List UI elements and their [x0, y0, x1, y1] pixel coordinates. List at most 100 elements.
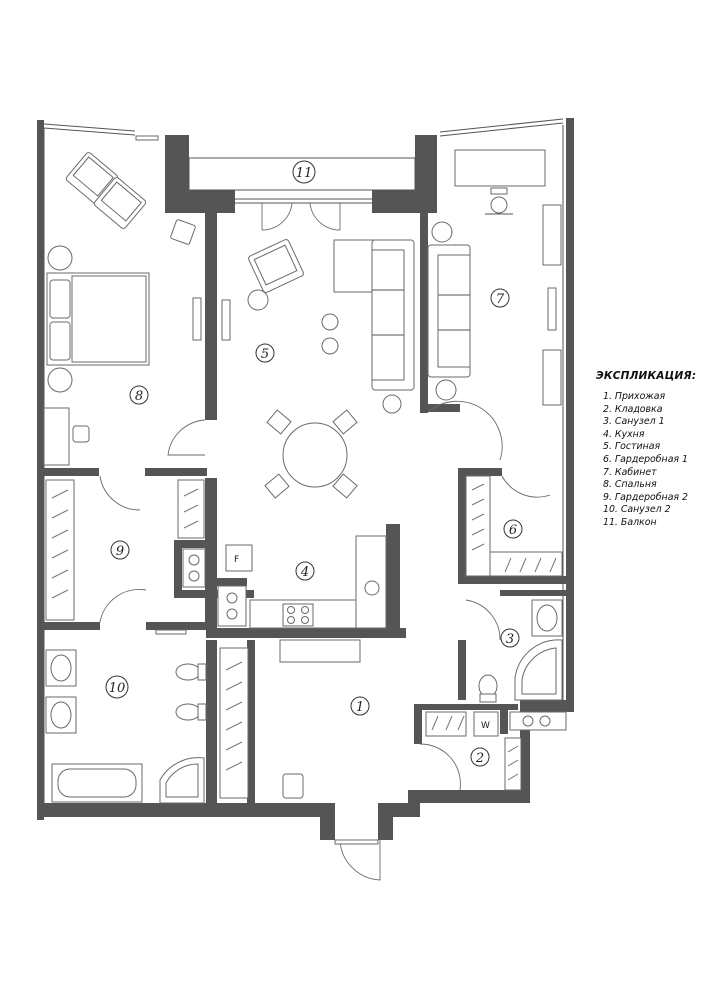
wall-shaft-4 [215, 578, 247, 586]
wall-hall-closet [247, 640, 255, 803]
bathtub-icon [51, 763, 143, 803]
shower-icon [159, 757, 205, 804]
wall-living-kitchen-left [205, 478, 217, 628]
wall-dressing1-bottom [458, 576, 566, 584]
wall-storage-left [414, 704, 422, 744]
wall-dressing-bath-2 [146, 622, 206, 630]
pouf [282, 773, 304, 799]
wall-office-bottom [420, 404, 460, 412]
door-swing-icon [309, 202, 341, 231]
wall-shaft-3 [174, 590, 254, 598]
bed-icon [46, 272, 150, 366]
sink-icon [45, 649, 77, 734]
shaft-boxes [182, 548, 247, 627]
legend-item: 10. Санузел 2 [603, 504, 671, 516]
sofa-icon [427, 244, 471, 378]
doors [99, 202, 551, 881]
door-swing-icon [465, 599, 501, 641]
tv [221, 299, 231, 341]
hanger-hatch [471, 483, 557, 573]
wall-dressing1-top [458, 468, 502, 476]
toilet-icon [175, 703, 207, 721]
door-swing-icon [427, 400, 503, 461]
legend-list: 1. Прихожая 2. Кладовка 3. Санузел 1 4. … [596, 391, 704, 530]
wall-shaft [174, 540, 208, 548]
radiator [135, 135, 159, 141]
legend-item: 7. Кабинет [603, 466, 657, 478]
room-number: 11 [296, 166, 313, 181]
shelf [542, 349, 562, 406]
legend-item: 5. Гостиная [603, 441, 661, 453]
room-number: 3 [506, 632, 514, 647]
tv [192, 297, 202, 341]
room-number: 4 [300, 565, 309, 580]
wall-storage-top [418, 704, 518, 710]
room-marker-11: 11 [292, 160, 316, 184]
wall-bedroom-dressing [44, 468, 99, 476]
door-swing-icon [339, 839, 381, 881]
fridge [225, 544, 253, 572]
fridge-label: F [234, 555, 239, 565]
radiator [155, 629, 187, 635]
hanger-hatch [507, 745, 519, 781]
wall-shaft-2 [174, 540, 182, 596]
wardrobe [219, 647, 249, 799]
wall-entrance-left [320, 803, 335, 840]
office-desk [454, 149, 546, 187]
wall-balcony-left-bottom [165, 190, 235, 213]
legend-item: 4. Кухня [603, 428, 645, 440]
wall-entrance-right [378, 803, 393, 840]
room-marker-6: 6 [503, 519, 523, 539]
door-swing-icon [261, 202, 293, 231]
legend: ЭКСПЛИКАЦИЯ: 1. Прихожая 2. Кладовка 3. … [596, 370, 704, 530]
legend-item: 8. Спальня [603, 479, 657, 491]
door-swing-icon [501, 475, 551, 498]
armchair-icon [248, 239, 304, 293]
desk [43, 407, 70, 466]
legend-item: 3. Санузел 1 [603, 416, 665, 428]
wall-bath1-left [458, 640, 466, 700]
door-swing-icon [419, 743, 461, 791]
dining-table-icon [264, 409, 358, 499]
legend-title: ЭКСПЛИКАЦИЯ: [596, 370, 697, 382]
room-marker-9: 9 [110, 540, 130, 560]
wall-balcony-right-pier [415, 135, 437, 213]
storage-shelf [504, 737, 522, 791]
room-number: 10 [109, 681, 126, 696]
room-marker-7: 7 [490, 288, 510, 308]
boiler [509, 711, 567, 731]
room-number: 7 [496, 292, 505, 307]
legend-item: 6. Гардеробная 1 [603, 453, 689, 465]
room-number: 8 [135, 389, 143, 404]
wall-kitchen-right [386, 524, 400, 638]
room-number: 2 [475, 751, 484, 766]
wall-bottom-left [37, 803, 335, 817]
legend-item: 1. Прихожая [603, 391, 666, 402]
wall-right-lower-step [520, 700, 574, 712]
hall-bench [279, 639, 361, 663]
office-chair [485, 187, 513, 215]
storage-shelf [425, 711, 467, 737]
room-marker-3: 3 [500, 628, 520, 648]
wall-dressing1-left [458, 468, 466, 582]
room-marker-5: 5 [255, 343, 275, 363]
hanger-hatch [51, 488, 199, 599]
room-marker-1: 1 [350, 696, 370, 716]
hanger-hatch [225, 661, 243, 771]
door-swing-icon [99, 589, 147, 623]
wardrobe [465, 475, 491, 577]
room-numbers: 1 2 3 4 5 6 7 8 9 10 11 [105, 160, 523, 767]
stove-icon [282, 603, 314, 627]
door-swing-icon [167, 419, 206, 456]
legend-item: 11. Балкон [603, 516, 657, 528]
wall-left-outer [37, 120, 44, 820]
walls [37, 118, 574, 840]
shelf [542, 204, 562, 266]
room-marker-10: 10 [105, 675, 129, 699]
wall-bath1-top [500, 590, 566, 596]
wall-storage-mid [500, 704, 508, 734]
sink-icon [364, 580, 380, 596]
chair [72, 425, 90, 443]
rug [333, 239, 375, 293]
legend-item: 9. Гардеробная 2 [603, 491, 689, 503]
